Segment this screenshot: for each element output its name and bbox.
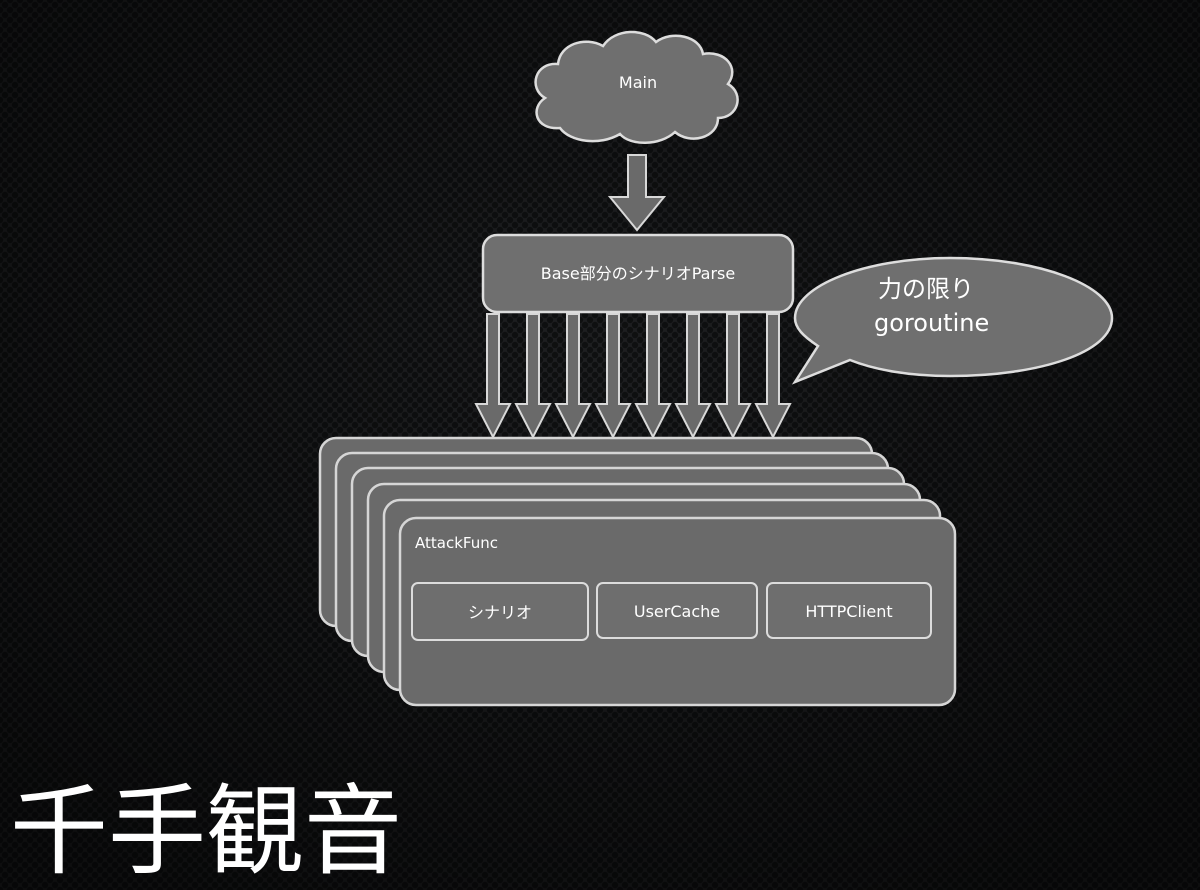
fanout-arrow-3 [554,313,592,440]
main-to-parse-arrow [607,154,667,232]
callout-line2: goroutine [874,309,989,337]
attack-card-stack: AttackFunc シナリオ UserCache HTTPClient [318,436,957,707]
parse-box: Base部分のシナリオParse [481,233,795,314]
main-label: Main [619,73,657,92]
parse-label: Base部分のシナリオParse [541,264,735,283]
component-httpclient-box [766,582,932,639]
fanout-arrow-8 [754,313,792,440]
fanout-arrow-2 [514,313,552,440]
component-usercache: UserCache [634,602,720,621]
component-scenario-box [411,582,589,641]
fanout-arrow-6 [674,313,712,440]
component-scenario: シナリオ [468,603,532,622]
component-httpclient: HTTPClient [805,602,892,621]
callout-line1: 力の限り [878,275,974,303]
attack-title: AttackFunc [415,534,498,552]
fanout-arrow-7 [714,313,752,440]
fanout-arrow-1 [474,313,512,440]
goroutine-callout: 力の限り goroutine [791,256,1114,385]
fanout-arrow-4 [594,313,632,440]
fanout-arrow-5 [634,313,672,440]
component-usercache-box [596,582,758,639]
main-cloud: Main [534,30,739,144]
fanout-arrows [474,313,792,440]
slide-title: 千手観音 [10,775,402,889]
